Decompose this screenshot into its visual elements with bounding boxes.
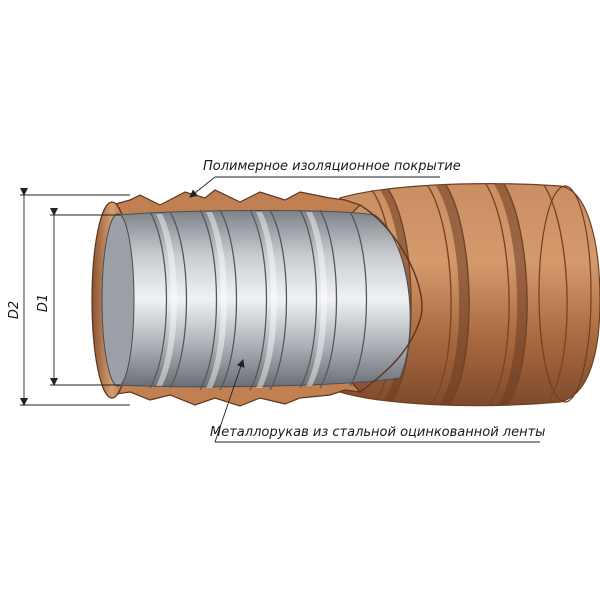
metal-ribs bbox=[149, 209, 368, 391]
callout-polymer-label: Полимерное изоляционное покрытие bbox=[203, 159, 461, 174]
callout-metal-leader bbox=[214, 359, 540, 443]
callout-polymer-leader bbox=[189, 176, 440, 198]
dimension-d1-label: D1 bbox=[36, 294, 51, 312]
metal-hose bbox=[101, 204, 423, 393]
dimension-d2-label: D2 bbox=[7, 301, 22, 319]
dimension-d2 bbox=[20, 188, 130, 406]
dimension-d1 bbox=[50, 208, 120, 386]
callout-metal-label: Металлорукав из стальной оцинкованной ле… bbox=[210, 425, 545, 440]
metal-highlights bbox=[156, 212, 327, 388]
